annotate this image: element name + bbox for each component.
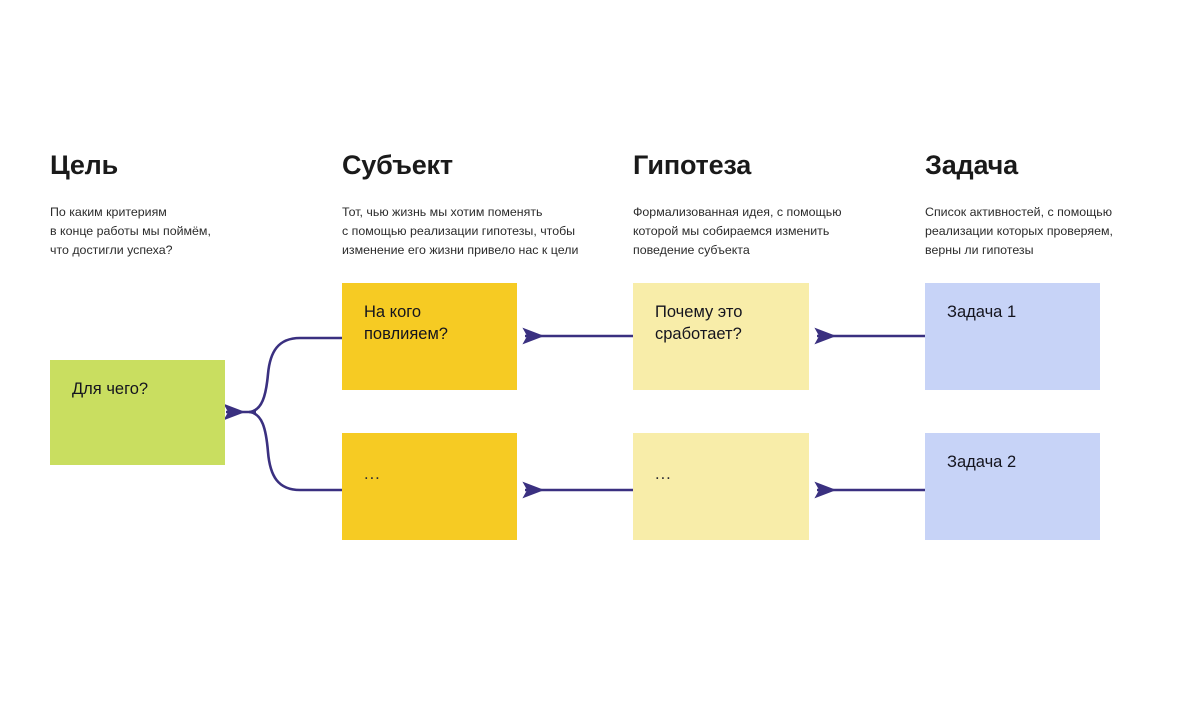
column-description-subject: Тот, чью жизнь мы хотим поменять с помощ…	[342, 205, 579, 258]
connector-subject1-to-goal	[248, 336, 344, 414]
column-heading-subject: Субъект	[342, 150, 453, 180]
column-description-goal: По каким критериям в конце работы мы пой…	[50, 205, 211, 258]
connector-subject2-to-goal	[248, 410, 344, 492]
card-task-row2[interactable]: Задача 2	[925, 433, 1100, 540]
card-subject-row1[interactable]: На кого повлияем?	[342, 283, 517, 390]
column-description-task: Список активностей, с помощью реализации…	[925, 205, 1113, 258]
column-heading-goal: Цель	[50, 150, 119, 180]
card-subject-row2[interactable]: ...	[342, 433, 517, 540]
column-description-hypothesis: Формализованная идея, с помощью которой …	[633, 205, 842, 258]
column-heading-task: Задача	[925, 150, 1018, 180]
card-goal[interactable]: Для чего?	[50, 360, 225, 465]
card-task-row1[interactable]: Задача 1	[925, 283, 1100, 390]
card-hypothesis-row1[interactable]: Почему это сработает?	[633, 283, 809, 390]
column-heading-hypothesis: Гипотеза	[633, 150, 752, 180]
card-hypothesis-row2[interactable]: ...	[633, 433, 809, 540]
